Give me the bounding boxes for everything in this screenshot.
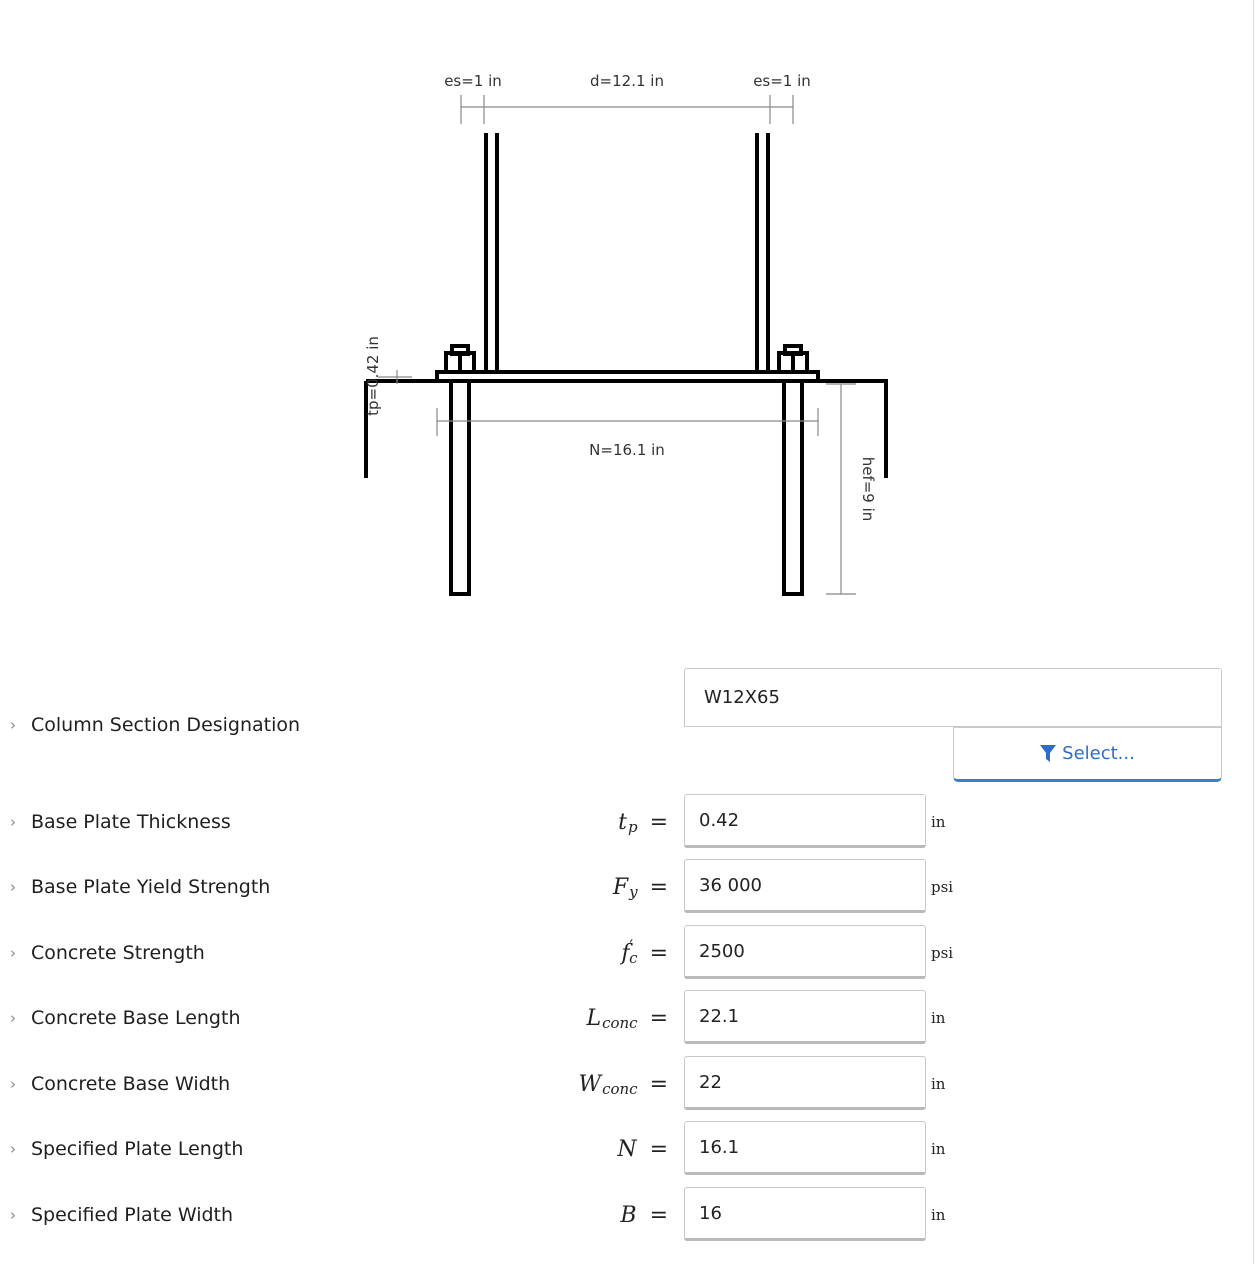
chevron-right-icon: › — [10, 813, 16, 831]
tp-dimension-lines — [378, 370, 412, 384]
dim-es-right: es=1 in — [753, 72, 811, 90]
field-unit: in — [931, 1206, 946, 1224]
column-section-label[interactable]: › Column Section Designation — [10, 695, 300, 755]
field-label-text: Concrete Base Width — [31, 1073, 231, 1095]
field-label[interactable]: › Concrete Base Width — [10, 1054, 230, 1114]
dim-embedment: hef=9 in — [859, 457, 877, 522]
chevron-right-icon: › — [10, 944, 16, 962]
field-unit: psi — [931, 878, 954, 896]
field-symbol: N= — [617, 1136, 668, 1162]
field-label-text: Base Plate Thickness — [31, 811, 231, 833]
dim-es-left: es=1 in — [444, 72, 502, 90]
concrete-width-input[interactable]: 22 — [684, 1056, 926, 1110]
dim-plate-length: N=16.1 in — [589, 441, 665, 459]
field-row-plate-length: › Specified Plate Length N= 16.1 in — [0, 1119, 1256, 1179]
filter-icon — [1040, 744, 1057, 762]
field-label[interactable]: › Concrete Strength — [10, 923, 205, 983]
select-section-label: Select... — [1062, 743, 1135, 764]
field-label[interactable]: › Concrete Base Length — [10, 988, 240, 1048]
field-label[interactable]: › Base Plate Yield Strength — [10, 857, 270, 917]
select-section-button[interactable]: Select... — [953, 727, 1222, 782]
concrete-length-input[interactable]: 22.1 — [684, 990, 926, 1044]
field-unit: in — [931, 1075, 946, 1093]
field-row-plate-width: › Specified Plate Width B= 16 in — [0, 1185, 1256, 1245]
plate-width-input[interactable]: 16 — [684, 1187, 926, 1241]
chevron-right-icon: › — [10, 1075, 16, 1093]
hef-dimension-lines — [826, 383, 856, 595]
chevron-right-icon: › — [10, 1009, 16, 1027]
field-label-text: Specified Plate Width — [31, 1204, 234, 1226]
field-unit: in — [931, 1009, 946, 1027]
field-unit: in — [931, 1140, 946, 1158]
column-section-label-text: Column Section Designation — [31, 714, 301, 736]
n-dimension-lines — [436, 408, 819, 436]
field-row-concrete-strength: › Concrete Strength f′c= 2500 psi — [0, 923, 1256, 983]
column-section-value: W12X65 — [704, 687, 780, 708]
chevron-right-icon: › — [10, 1206, 16, 1224]
field-symbol: B= — [620, 1202, 668, 1228]
chevron-right-icon: › — [10, 878, 16, 896]
field-unit: in — [931, 813, 946, 831]
field-symbol: f′c= — [621, 935, 668, 968]
column-and-plate — [364, 133, 888, 596]
concrete-strength-input[interactable]: 2500 — [684, 925, 926, 979]
column-section-input[interactable]: W12X65 — [684, 668, 1222, 727]
field-label-text: Specified Plate Length — [31, 1138, 244, 1160]
field-label[interactable]: › Specified Plate Width — [10, 1185, 233, 1245]
chevron-right-icon: › — [10, 716, 16, 734]
right-border — [1253, 0, 1254, 1264]
plate-thickness-input[interactable]: 0.42 — [684, 794, 926, 848]
yield-strength-input[interactable]: 36 000 — [684, 859, 926, 913]
field-label[interactable]: › Specified Plate Length — [10, 1119, 243, 1179]
dim-tp: tp=0.42 in — [364, 336, 382, 416]
top-dimension-lines — [460, 95, 794, 124]
base-plate-diagram: es=1 in d=12.1 in es=1 in tp=0.42 in — [364, 72, 888, 596]
field-unit: psi — [931, 944, 954, 962]
field-label-text: Base Plate Yield Strength — [31, 876, 271, 898]
chevron-right-icon: › — [10, 1140, 16, 1158]
field-label-text: Concrete Strength — [31, 942, 205, 964]
field-label-text: Concrete Base Length — [31, 1007, 241, 1029]
plate-length-input[interactable]: 16.1 — [684, 1121, 926, 1175]
field-label[interactable]: › Base Plate Thickness — [10, 792, 231, 852]
dim-depth: d=12.1 in — [590, 72, 664, 90]
